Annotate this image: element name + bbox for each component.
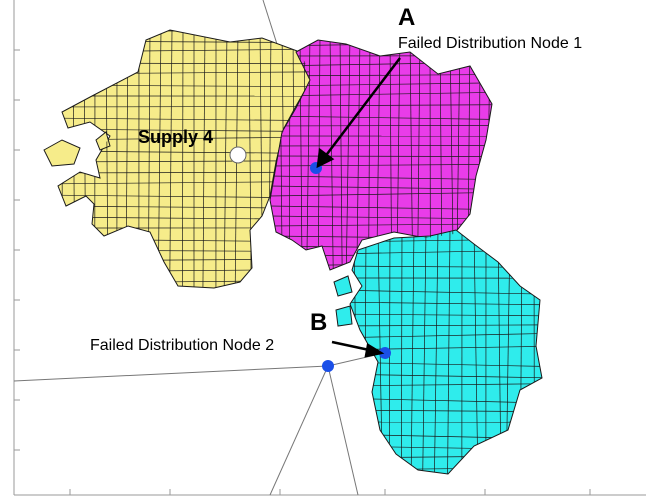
zone-cyan-islet <box>333 275 353 297</box>
zone-yellow-area <box>57 29 313 289</box>
label-failed-node-1: Failed Distribution Node 1 <box>398 35 582 52</box>
zone-yellow <box>43 29 313 289</box>
supply-4-marker <box>229 146 247 164</box>
zone-magenta-area <box>269 39 493 271</box>
zone-yellow-islet <box>43 139 81 167</box>
label-node-b: B <box>310 309 327 336</box>
arrow-node-2-head <box>364 342 385 358</box>
zone-cyan-islet-2 <box>335 305 353 327</box>
axis-frame <box>13 0 646 496</box>
label-node-a: A <box>398 4 415 31</box>
zone-yellow-islet-2 <box>95 131 111 151</box>
label-supply-4: Supply 4 <box>138 127 213 147</box>
supply-node-marker <box>322 360 334 372</box>
callout-arrows <box>316 57 401 358</box>
arrow-node-1 <box>323 57 401 159</box>
zone-magenta <box>269 39 493 271</box>
arrow-node-1-head <box>316 147 335 169</box>
label-failed-node-2: Failed Distribution Node 2 <box>90 337 274 354</box>
failed-node-2-marker <box>379 347 391 359</box>
